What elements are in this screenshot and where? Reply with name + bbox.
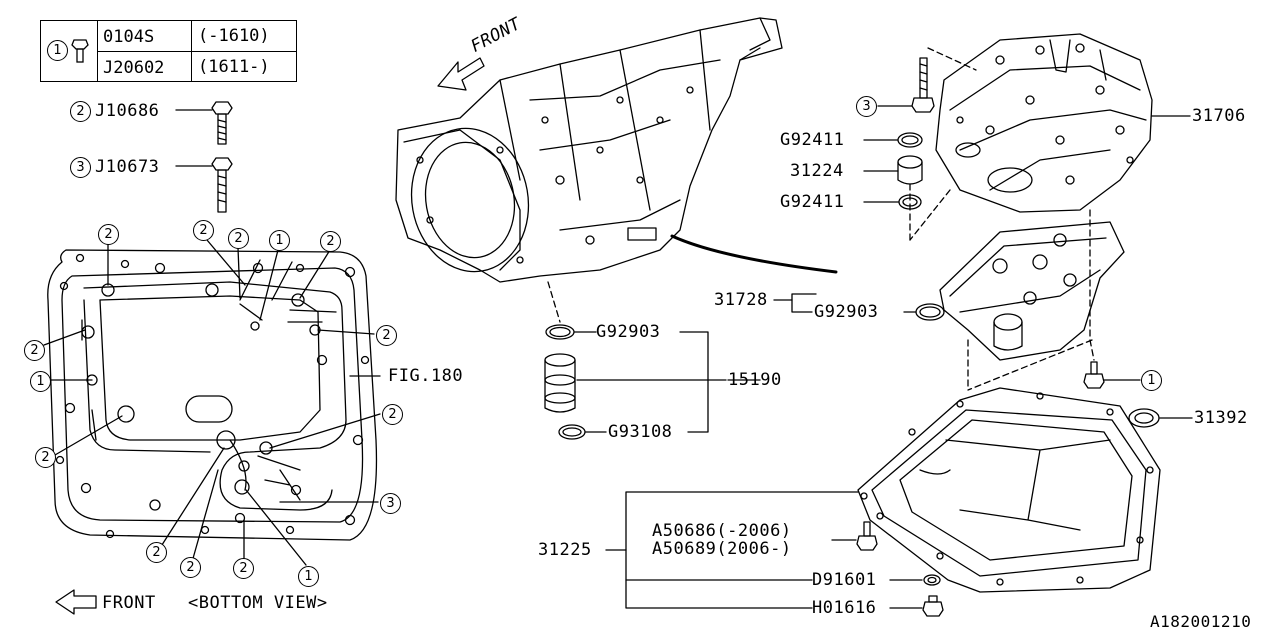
bottom-view-pan [47, 249, 378, 541]
transmission-housing [395, 17, 838, 323]
label-31706: 31706 [1192, 106, 1246, 126]
label-h01616: H01616 [812, 598, 877, 618]
label-31225: 31225 [538, 540, 592, 560]
legend-range: (-1610) [191, 21, 270, 51]
oil-strainer [773, 221, 1125, 391]
tube-assembly [544, 324, 727, 440]
diagram-id: A182001210 [1150, 612, 1252, 631]
bolt-j10673 [175, 157, 233, 213]
label-g92411-top: G92411 [780, 130, 845, 150]
pan-bolt-right [1083, 361, 1141, 389]
legend-part: J20602 [103, 58, 165, 78]
oil-pan [857, 387, 1161, 593]
label-31392: 31392 [1194, 408, 1248, 428]
label-a50686: A50686(-2006) [652, 521, 792, 541]
label-g92903-filter: G92903 [814, 302, 879, 322]
front-arrow-top [437, 57, 485, 91]
valve-body-bolt [877, 57, 935, 113]
callout-2: 2 [376, 325, 397, 346]
callout-2: 2 [320, 231, 341, 252]
label-front-bottom: FRONT [102, 593, 156, 613]
pan-hardware [605, 491, 944, 617]
callout-2: 2 [146, 542, 167, 563]
callout-2: 2 [193, 220, 214, 241]
label-31224: 31224 [790, 161, 844, 181]
label-g92411-bottom: G92411 [780, 192, 845, 212]
label-bottom-view: <BOTTOM VIEW> [188, 593, 328, 613]
callout-2: 2 [98, 224, 119, 245]
callout-1: 1 [1141, 370, 1162, 391]
callout-2: 2 [228, 228, 249, 249]
callout-2: 2 [382, 404, 403, 425]
callout-2: 2 [24, 340, 45, 361]
label-j10686: J10686 [95, 101, 160, 121]
callout-2: 2 [70, 101, 91, 122]
legend-ref-cell: 1 [41, 21, 98, 81]
callout-1: 1 [298, 566, 319, 587]
callout-3: 3 [70, 157, 91, 178]
label-d91601: D91601 [812, 570, 877, 590]
bolt-icon [71, 39, 89, 63]
callout-1: 1 [47, 40, 68, 61]
seal-31392 [1128, 408, 1193, 428]
callout-3: 3 [856, 96, 877, 117]
label-15190: 15190 [728, 370, 782, 390]
label-j10673: J10673 [95, 157, 160, 177]
legend-table: 1 0104S (-1610) J20602 (1611-) [40, 20, 297, 82]
valve-body [909, 33, 1191, 341]
callout-2: 2 [35, 447, 56, 468]
label-31728: 31728 [714, 290, 768, 310]
oring-collar-stack [863, 132, 923, 210]
callout-1: 1 [30, 371, 51, 392]
label-g93108: G93108 [608, 422, 673, 442]
front-arrow-bottom [55, 589, 97, 615]
bottom-view-leaders [43, 239, 381, 566]
callout-3: 3 [380, 493, 401, 514]
callout-2: 2 [233, 558, 254, 579]
label-fig-ref: FIG.180 [388, 366, 464, 386]
label-g92903-tube: G92903 [596, 322, 661, 342]
legend-range: (1611-) [191, 52, 270, 82]
legend-row-1: 0104S (-1610) [97, 21, 296, 51]
callout-1: 1 [269, 230, 290, 251]
label-a50689: A50689(2006-) [652, 539, 792, 559]
callout-2: 2 [180, 557, 201, 578]
legend-row-2: J20602 (1611-) [97, 51, 296, 82]
legend-part: 0104S [103, 27, 155, 47]
bolt-j10686 [175, 101, 233, 145]
